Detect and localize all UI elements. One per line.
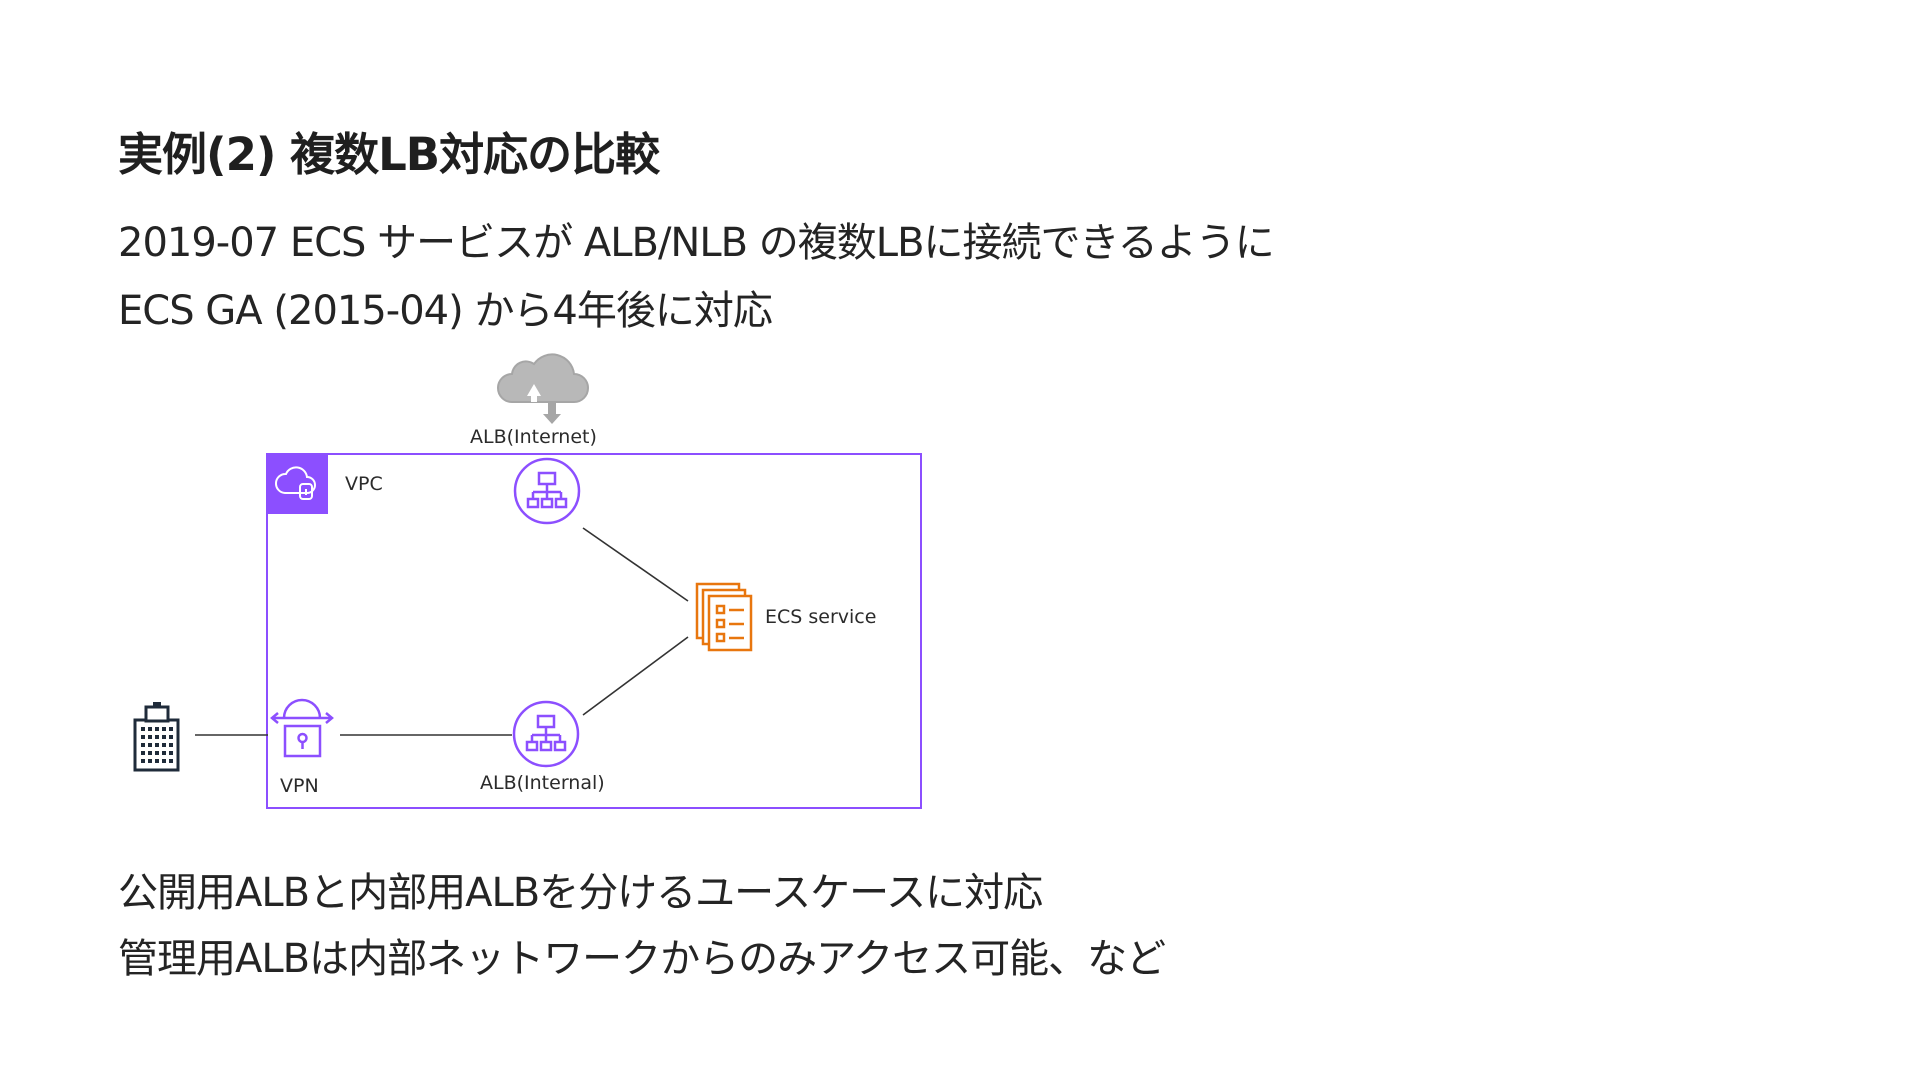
connector-lines [195, 527, 689, 736]
vpc-cloud-icon [275, 466, 316, 500]
ecs-service-label: ECS service [765, 606, 876, 628]
alb-internet-icon [513, 457, 581, 525]
alb-internal-label: ALB(Internal) [480, 772, 605, 794]
vpn-icon [270, 698, 334, 758]
slide-title: 実例(2) 複数LB対応の比較 [118, 128, 660, 181]
internet-cloud-icon [497, 353, 589, 424]
note-line-1: 公開用ALBと内部用ALBを分けるユースケースに対応 [118, 870, 1043, 916]
vpn-label: VPN [280, 775, 319, 797]
note-line-2: 管理用ALBは内部ネットワークからのみアクセス可能、など [118, 936, 1166, 982]
link-alb-internal-ecs [582, 636, 689, 716]
ecs-service-icon [695, 582, 753, 652]
vpc-boundary [266, 453, 922, 809]
building-icon [133, 702, 180, 772]
alb-internal-icon [512, 700, 580, 768]
vpc-label: VPC [345, 473, 383, 495]
intro-line-1: 2019-07 ECS サービスが ALB/NLB の複数LBに接続できるように [118, 220, 1275, 266]
intro-line-2: ECS GA (2015-04) から4年後に対応 [118, 288, 773, 334]
alb-internet-label: ALB(Internet) [470, 426, 597, 448]
vpc-badge [267, 454, 328, 514]
link-alb-internet-ecs [582, 527, 689, 602]
